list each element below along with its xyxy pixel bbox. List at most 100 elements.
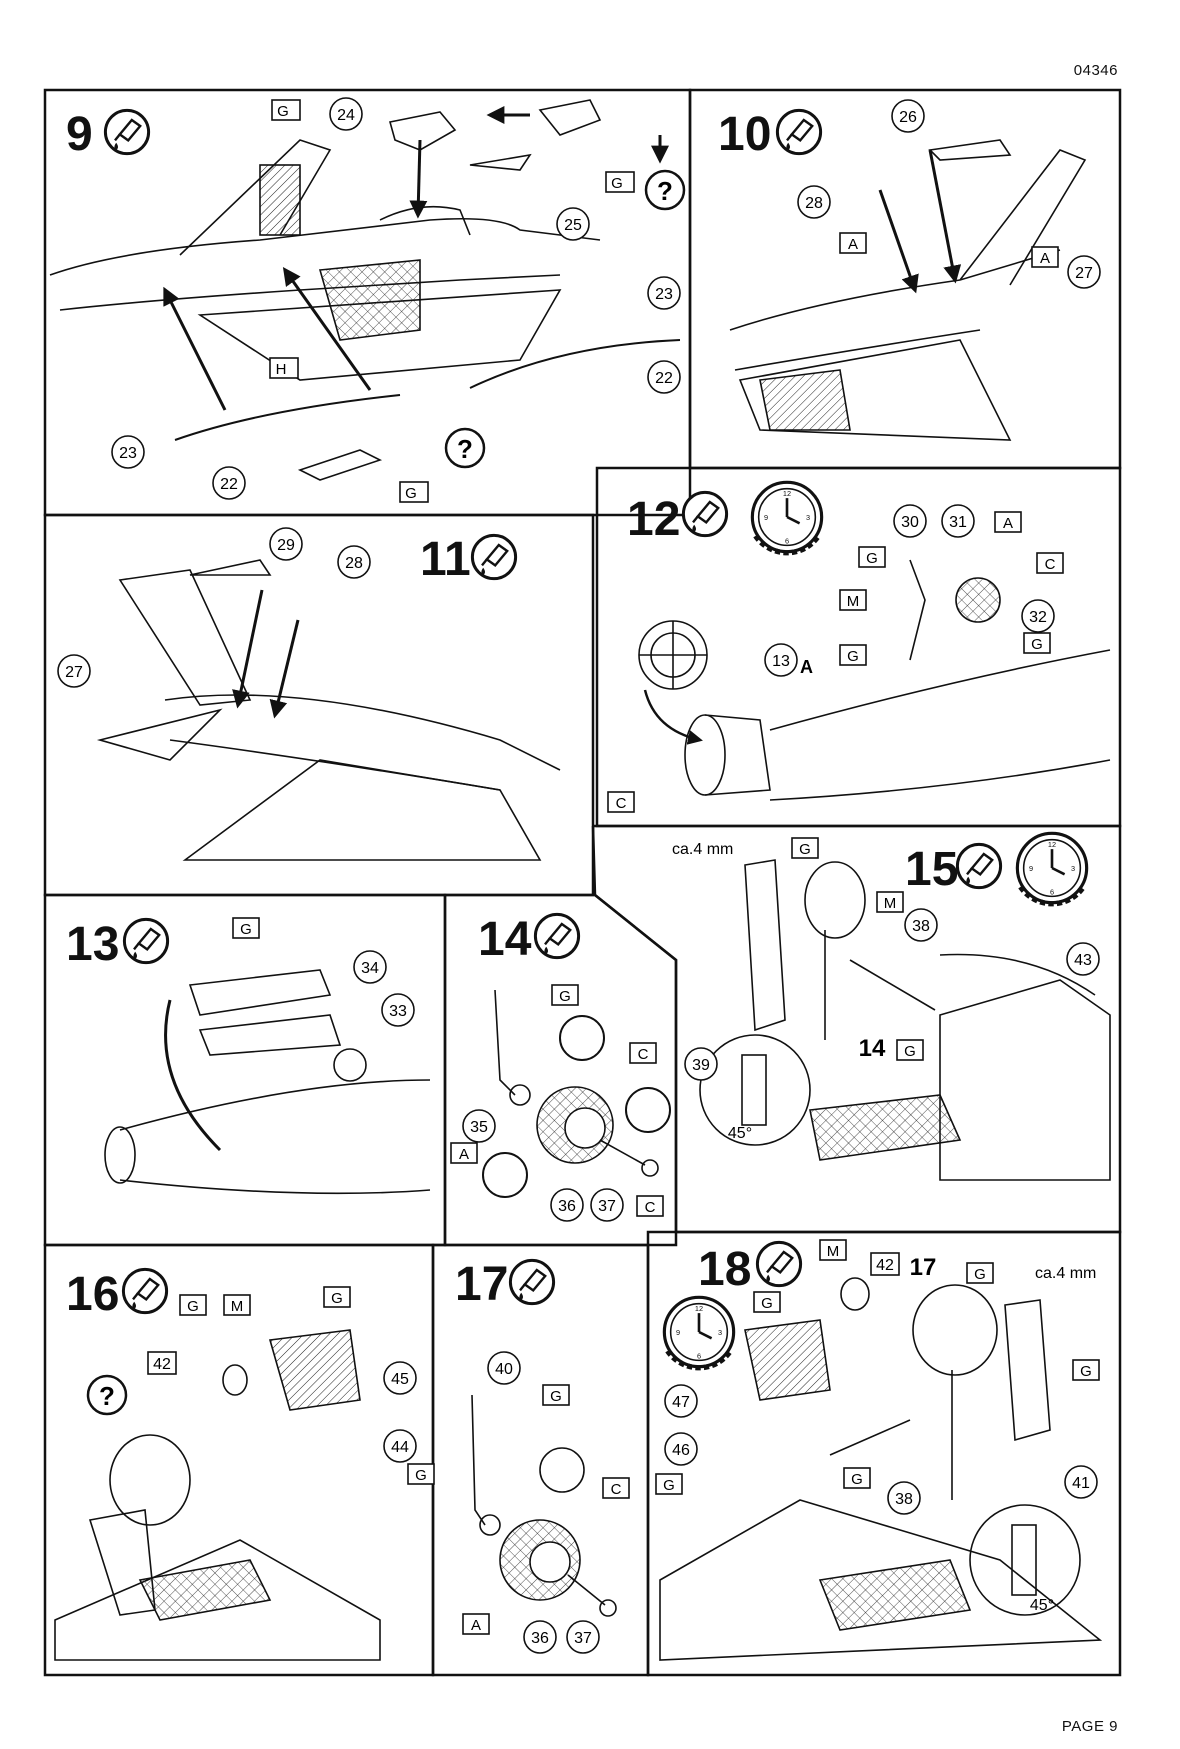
- glue-icon: [470, 533, 518, 581]
- part-35-label: 35: [470, 1119, 488, 1136]
- clock-icon: [664, 1297, 733, 1367]
- part-30-label: 30: [901, 514, 919, 531]
- part-31-label: 31: [949, 514, 967, 531]
- step-14-panel: 14 35 36 37 G C A C: [450, 912, 671, 1222]
- part-42-label: 42: [153, 1356, 171, 1373]
- part-43-label: 43: [1074, 952, 1092, 969]
- part-32-label: 32: [1029, 609, 1047, 626]
- clock-icon: [1017, 833, 1086, 903]
- code-m-label: M: [847, 593, 860, 610]
- step-gap-note: ca.4 mm: [1035, 1265, 1096, 1282]
- clock-icon: [752, 482, 821, 552]
- code-g-label: G: [1080, 1363, 1092, 1380]
- part-24-label: 24: [337, 107, 355, 124]
- step-15-panel: ca.4 mm 15 38 43 14 39 G M G 45°: [672, 833, 1111, 1181]
- step-10-panel: 10 26 28 27 A A: [718, 99, 1101, 441]
- part-37-label: 37: [574, 1630, 592, 1647]
- part-29-label: 29: [277, 537, 295, 554]
- code-g-label: G: [663, 1477, 675, 1494]
- step-number: 9: [66, 108, 93, 161]
- code-g-label: G: [611, 175, 623, 192]
- angle-label: 45°: [1030, 1597, 1054, 1614]
- code-c-label: C: [645, 1199, 656, 1216]
- glue-icon: [533, 912, 581, 960]
- small-parts: [174, 99, 681, 481]
- code-a-label: A: [848, 236, 858, 253]
- code-c-label: C: [616, 795, 627, 812]
- code-m-label: M: [884, 895, 897, 912]
- glue-icon: [755, 1240, 803, 1288]
- part-13-suffix: A: [800, 657, 813, 677]
- code-h-label: H: [276, 361, 287, 378]
- code-g-label: G: [851, 1471, 863, 1488]
- code-m-label: M: [827, 1243, 840, 1260]
- code-g-label: G: [277, 103, 289, 120]
- code-g-label: G: [240, 921, 252, 938]
- step-number: 16: [66, 1268, 119, 1321]
- part-23-label: 23: [119, 445, 137, 462]
- part-28-label: 28: [345, 555, 363, 572]
- part-41-label: 41: [1072, 1475, 1090, 1492]
- question-mark: ?: [99, 1381, 115, 1411]
- step-17-panel: 17 40 36 37 G C A: [455, 1258, 630, 1654]
- code-c-label: C: [638, 1046, 649, 1063]
- code-g-label: G: [405, 485, 417, 502]
- part-38-label: 38: [912, 918, 930, 935]
- step-number: 11: [420, 533, 471, 586]
- code-g-label: G: [187, 1298, 199, 1315]
- part-40-label: 40: [495, 1361, 513, 1378]
- code-boxes: [269, 99, 635, 503]
- code-g-label: G: [799, 841, 811, 858]
- code-a-label: A: [1003, 515, 1013, 532]
- glue-icon: [955, 842, 1003, 890]
- step-13-panel: 13 34 33 G: [66, 917, 431, 1195]
- step-number: 10: [718, 108, 771, 161]
- step-11-panel: 11 29 28 27: [57, 527, 561, 861]
- part-37-label: 37: [598, 1198, 616, 1215]
- part-42-label: 42: [876, 1257, 894, 1274]
- part-28-label: 28: [805, 195, 823, 212]
- part-38-label: 38: [895, 1491, 913, 1508]
- page-number: PAGE 9: [1061, 1718, 1118, 1735]
- part-23-label: 23: [655, 286, 673, 303]
- code-g-label: G: [761, 1295, 773, 1312]
- code-g-label: G: [550, 1388, 562, 1405]
- code-c-label: C: [1045, 556, 1056, 573]
- document-code: 04346: [1073, 62, 1118, 79]
- part-47-label: 47: [672, 1394, 690, 1411]
- part-25-label: 25: [564, 217, 582, 234]
- question-icon: [444, 427, 486, 469]
- code-c-label: C: [611, 1481, 622, 1498]
- code-g-label: G: [866, 550, 878, 567]
- part-44-label: 44: [391, 1439, 409, 1456]
- code-g-label: G: [904, 1043, 916, 1060]
- part-46-label: 46: [672, 1442, 690, 1459]
- question-icon: [644, 169, 686, 211]
- question-mark: ?: [457, 434, 473, 464]
- code-g-label: G: [1031, 636, 1043, 653]
- code-g-label: G: [415, 1467, 427, 1484]
- part-33-label: 33: [389, 1003, 407, 1020]
- code-a-label: A: [459, 1146, 469, 1163]
- code-a-label: A: [1040, 250, 1050, 267]
- part-36-label: 36: [531, 1630, 549, 1647]
- part-22-label: 22: [655, 370, 673, 387]
- part-27-label: 27: [65, 664, 83, 681]
- step-number: 12: [627, 493, 680, 546]
- part-13-label: 13: [772, 653, 790, 670]
- glue-icon: [508, 1258, 556, 1306]
- part-17-label: 17: [910, 1254, 937, 1281]
- part-22-label: 22: [220, 476, 238, 493]
- step-number: 18: [698, 1243, 751, 1296]
- glue-icon: [103, 108, 151, 156]
- code-g-label: G: [847, 648, 859, 665]
- code-a-label: A: [471, 1617, 481, 1634]
- part-14-label: 14: [859, 1035, 886, 1062]
- code-m-label: M: [231, 1298, 244, 1315]
- step-number: 15: [905, 843, 958, 896]
- step-16-panel: 16 ? 42 45 44 G M G G: [54, 1267, 435, 1661]
- glue-icon: [121, 1267, 169, 1315]
- code-g-label: G: [559, 988, 571, 1005]
- code-g-label: G: [974, 1266, 986, 1283]
- step-number: 13: [66, 918, 119, 971]
